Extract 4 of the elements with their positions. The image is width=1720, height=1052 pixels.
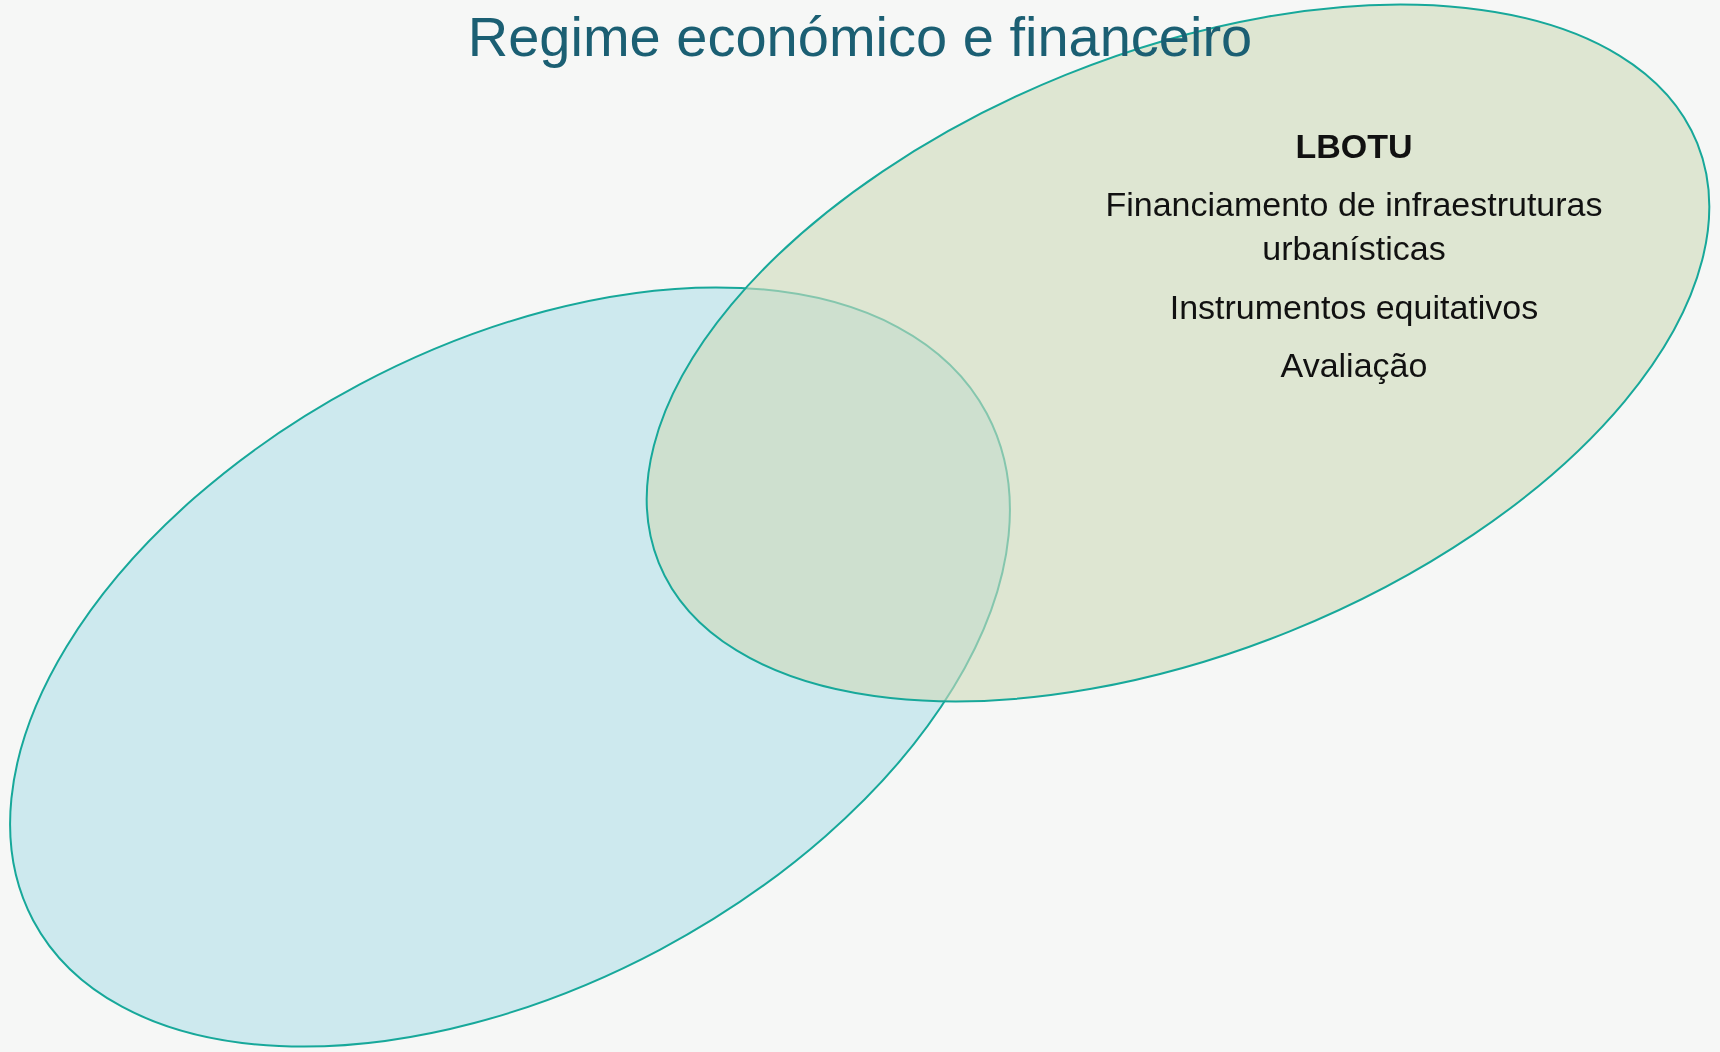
list-item: Instrumentos equitativos xyxy=(1169,286,1539,328)
list-item: Avaliação xyxy=(1280,344,1428,386)
heading: LBOTU xyxy=(1295,126,1413,167)
list-item: Financiamento de infraestruturas urbanísticas xyxy=(1104,184,1604,270)
